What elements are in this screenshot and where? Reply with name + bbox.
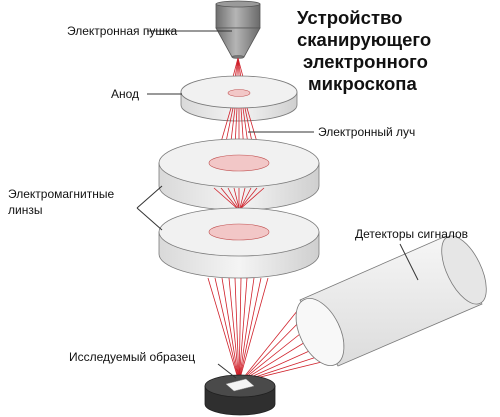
label-lenses-line-1: Электромагнитные	[8, 187, 115, 201]
leader-lines	[136, 30, 419, 379]
title: Устройство сканирующего электронного мик…	[297, 7, 431, 94]
sample-specimen	[225, 378, 255, 392]
sample-holder	[204, 374, 276, 416]
label-lenses-line-2: линзы	[8, 203, 42, 217]
lower-lens	[158, 207, 320, 279]
electron-beam-bottom	[207, 277, 269, 383]
signal-detector	[295, 235, 487, 367]
upper-lens	[158, 138, 320, 211]
label-electron-gun: Электронная пушка	[67, 24, 178, 38]
label-anode: Анод	[111, 87, 139, 101]
title-line-1: Устройство	[297, 7, 402, 28]
sample-leader	[217, 363, 237, 379]
title-line-2: сканирующего	[297, 29, 431, 50]
label-sample: Исследуемый образец	[69, 350, 195, 364]
lens-leader-lower	[136, 207, 163, 231]
title-line-3: электронного	[303, 51, 428, 72]
lens-leader-upper	[136, 185, 163, 209]
title-line-4: микроскопа	[308, 73, 417, 94]
electron-gun	[215, 0, 261, 59]
detector-leader	[399, 243, 419, 281]
label-electron-beam: Электронный луч	[318, 125, 415, 139]
label-signal-detectors: Детекторы сигналов	[355, 227, 468, 241]
